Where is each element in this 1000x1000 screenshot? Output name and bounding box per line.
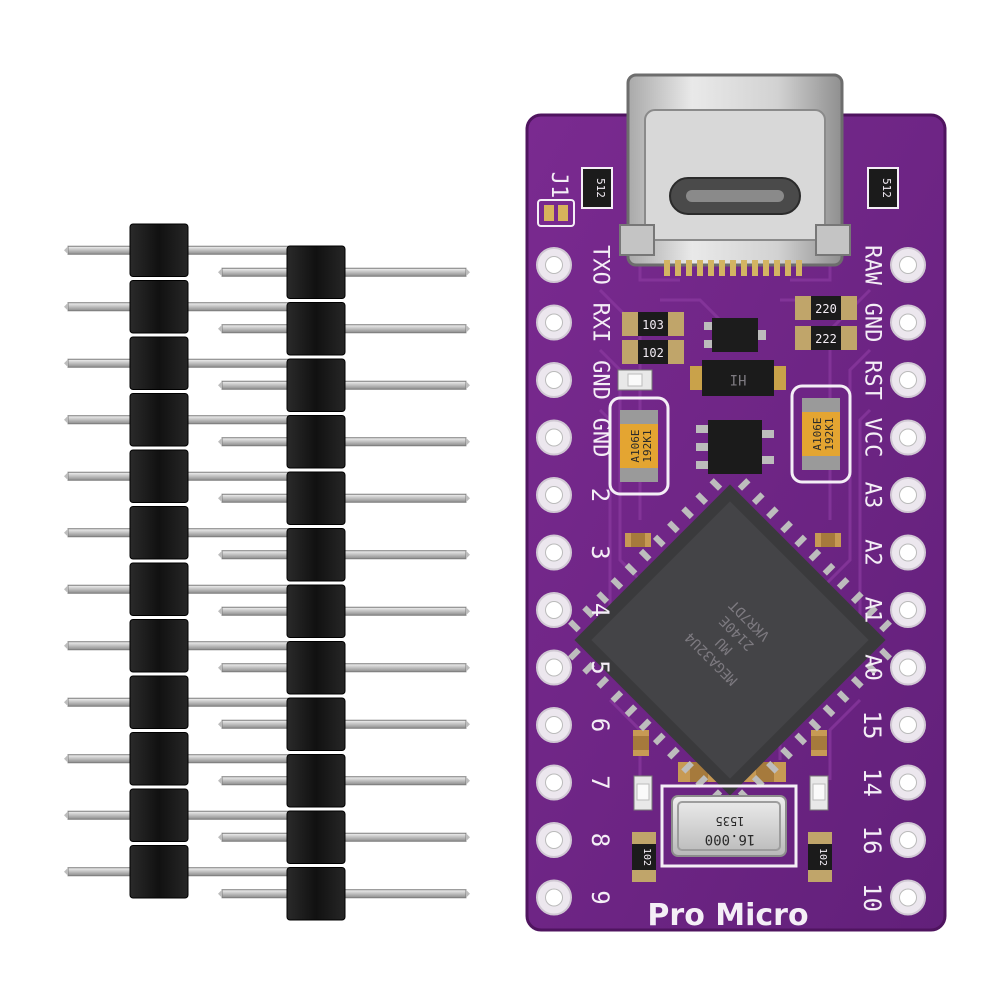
usb-contacts (664, 260, 802, 276)
header-block (286, 528, 346, 582)
pin-label: 5 (586, 660, 614, 674)
led-top (617, 369, 653, 391)
right-pin-pads (890, 247, 926, 916)
resistor-label: 512 (880, 178, 893, 198)
header-block (129, 562, 189, 616)
header-block (286, 810, 346, 864)
resistor-222: 222 (795, 326, 857, 350)
header-block (286, 867, 346, 921)
resistor-103: 103 (622, 312, 684, 336)
pin-label: 7 (586, 775, 614, 789)
header-block (129, 845, 189, 899)
header-block (129, 619, 189, 673)
header-block (129, 223, 189, 277)
left-pin-pads (536, 247, 572, 916)
pin-label: 9 (586, 890, 614, 904)
pin-label: 16 (858, 826, 886, 855)
pin-label: GND (588, 360, 613, 400)
resistor-label: 512 (594, 178, 607, 198)
header-block (286, 697, 346, 751)
resistor-top-left: 512 (581, 167, 613, 209)
resistor-label: 102 (642, 346, 664, 360)
jumper-label: J1 (546, 172, 571, 199)
pin-label: A1 (860, 597, 885, 624)
header-block (129, 732, 189, 786)
pin-label: A3 (860, 482, 885, 509)
capacitor-right: A106E 192K1 (790, 384, 852, 484)
crystal-oscillator: 16.000 1535 (660, 784, 798, 868)
resistor-bottom-right: 102 (808, 832, 832, 882)
capacitor-marking: 192K1 (823, 417, 836, 450)
header-block (129, 788, 189, 842)
resistor-label: 220 (815, 302, 837, 316)
resistor-bottom-left: 102 (632, 832, 656, 882)
header-block (286, 641, 346, 695)
usb-c-connector (619, 73, 851, 276)
led-bottom-right (809, 775, 829, 811)
capacitor-left: A106E 192K1 (608, 396, 670, 496)
pin-label: 6 (586, 718, 614, 732)
regulator: HI (690, 360, 786, 396)
pin-label: GND (588, 418, 613, 458)
svg-text:102: 102 (817, 848, 828, 866)
resistor-102: 102 (622, 340, 684, 364)
header-block (286, 358, 346, 412)
pin-label: 10 (858, 883, 886, 912)
capacitor-marking: 192K1 (641, 429, 654, 462)
pin-label: 8 (586, 833, 614, 847)
header-block (129, 449, 189, 503)
svg-text:1535: 1535 (716, 814, 745, 828)
regulator-marking: HI (730, 371, 747, 387)
transistor (704, 318, 766, 352)
pin-label: 14 (858, 768, 886, 797)
pin-label: 15 (858, 711, 886, 740)
pin-label: 4 (586, 603, 614, 617)
pin-label: VCC (860, 418, 885, 458)
pin-label: GND (860, 303, 885, 343)
left-pin-labels: TXO RXI GND GND 2 3 4 5 6 7 8 9 (586, 245, 614, 905)
jumper-j1: J1 (537, 172, 575, 227)
pro-micro-board: J1 512 512 103 102 220 2 (525, 73, 947, 933)
header-block (129, 280, 189, 334)
pin-label: RXI (588, 303, 613, 343)
resistor-220: 220 (795, 296, 857, 320)
header-block (286, 754, 346, 808)
pin-label: A2 (860, 539, 885, 566)
header-block (286, 245, 346, 299)
pin-label: RST (860, 360, 885, 400)
resistor-top-right: 512 (867, 167, 899, 209)
pin-label: TXO (588, 245, 613, 285)
svg-text:102: 102 (641, 848, 652, 866)
capacitor-marking: A106E (811, 417, 824, 450)
mcu-chip: MEGA32U4 MU 2140E VKR7DT (568, 478, 892, 802)
header-block (286, 415, 346, 469)
header-block (286, 471, 346, 525)
board-name-label: Pro Micro (647, 898, 808, 933)
header-block (129, 675, 189, 729)
svg-text:16.000: 16.000 (705, 831, 756, 847)
header-block (286, 584, 346, 638)
header-block (129, 506, 189, 560)
led-bottom-left (633, 775, 653, 811)
header-block (129, 393, 189, 447)
pin-label: 3 (586, 545, 614, 559)
pin-label: 2 (586, 488, 614, 502)
header-block (129, 336, 189, 390)
resistor-label: 103 (642, 318, 664, 332)
voltage-regulator (696, 420, 774, 474)
mcu-pins (568, 478, 892, 802)
pin-label: RAW (860, 245, 885, 285)
pin-header-strip (218, 245, 470, 921)
pin-label: A0 (860, 654, 885, 681)
header-block (286, 302, 346, 356)
resistor-label: 222 (815, 332, 837, 346)
capacitor-marking: A106E (629, 429, 642, 462)
